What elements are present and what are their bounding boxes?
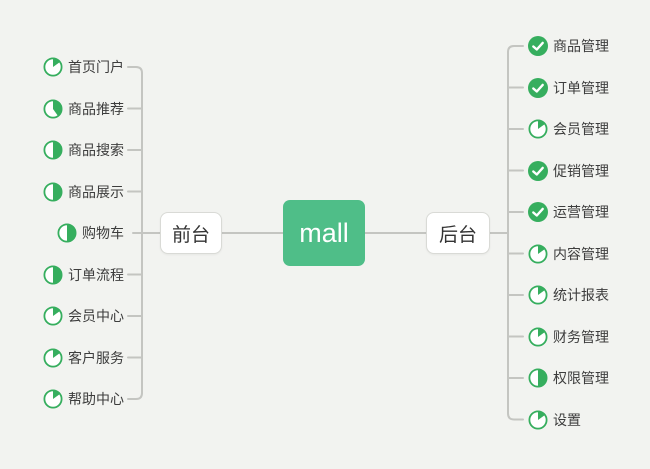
item-label: 商品管理 [553,38,609,54]
pie-progress-icon [43,264,63,285]
mindmap-item-left-4[interactable]: 购物车 [57,222,124,244]
item-label: 会员中心 [68,308,124,324]
pie-progress-icon [528,368,548,388]
item-label: 商品展示 [68,183,124,200]
pie-progress-icon [528,285,548,305]
item-label: 运营管理 [553,204,609,220]
mindmap-item-right-0[interactable]: 商品管理 [528,35,609,57]
pie-progress-icon [43,389,63,409]
check-done-icon [528,160,548,181]
check-done-icon [528,202,548,222]
pie-progress-icon [43,347,63,368]
pie-progress-icon [43,98,63,119]
item-label: 财务管理 [553,328,609,345]
branch-node-label: 后台 [438,224,477,246]
mindmap-item-left-1[interactable]: 商品推荐 [43,98,124,120]
mindmap-item-left-8[interactable]: 帮助中心 [43,388,124,410]
pie-progress-icon [528,119,548,139]
pie-progress-icon [528,326,548,347]
mindmap-item-left-3[interactable]: 商品展示 [43,181,124,203]
item-label: 订单管理 [553,79,609,96]
mindmap-item-left-5[interactable]: 订单流程 [43,264,124,286]
check-done-icon [528,36,548,56]
check-done-icon [528,77,548,98]
pie-progress-icon [528,409,548,430]
branch-node-label: 前台 [171,224,210,246]
branch-node-backend[interactable]: 后台 [426,212,490,254]
item-label: 订单流程 [68,266,124,283]
item-label: 促销管理 [553,162,609,179]
pie-progress-icon [43,57,63,77]
item-label: 帮助中心 [68,391,124,407]
item-label: 购物车 [82,225,124,241]
mindmap-item-right-7[interactable]: 财务管理 [528,326,609,348]
root-node-mall[interactable]: mall [283,200,365,266]
pie-progress-icon [57,223,77,243]
mindmap-item-left-7[interactable]: 客户服务 [43,347,124,369]
pie-progress-icon [43,306,63,326]
item-label: 权限管理 [553,370,609,386]
mindmap-item-right-5[interactable]: 内容管理 [528,243,609,265]
mindmap-item-right-4[interactable]: 运营管理 [528,201,609,223]
item-label: 客户服务 [68,349,124,366]
item-label: 首页门户 [68,59,124,75]
item-label: 设置 [553,411,581,428]
mindmap-item-left-0[interactable]: 首页门户 [43,56,124,78]
mindmap-item-left-6[interactable]: 会员中心 [43,305,124,327]
mindmap-item-right-3[interactable]: 促销管理 [528,160,609,182]
item-label: 商品推荐 [68,100,124,117]
root-node-label: mall [299,217,349,248]
mindmap-item-right-8[interactable]: 权限管理 [528,367,609,389]
branch-node-frontend[interactable]: 前台 [160,212,222,254]
pie-progress-icon [528,243,548,264]
item-label: 商品搜索 [68,142,124,158]
mindmap-item-right-1[interactable]: 订单管理 [528,77,609,99]
item-label: 统计报表 [553,287,609,303]
mindmap-item-right-9[interactable]: 设置 [528,409,581,431]
mindmap-item-left-2[interactable]: 商品搜索 [43,139,124,161]
item-label: 内容管理 [553,245,609,262]
item-label: 会员管理 [553,121,609,137]
pie-progress-icon [43,181,63,202]
mindmap-item-right-6[interactable]: 统计报表 [528,284,609,306]
mindmap-item-right-2[interactable]: 会员管理 [528,118,609,140]
pie-progress-icon [43,140,63,160]
